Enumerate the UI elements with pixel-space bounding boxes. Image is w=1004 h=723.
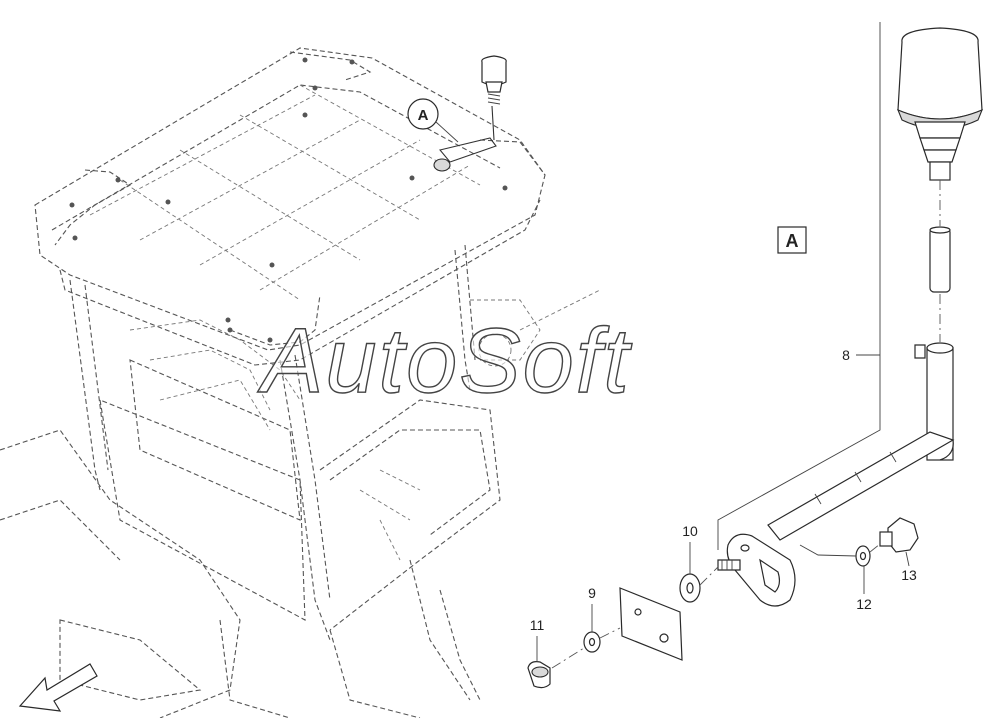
callout-11: 11 [530, 617, 545, 633]
roof-beacon-small [433, 55, 507, 172]
cab-outline [0, 47, 601, 719]
gasket-plate [619, 587, 683, 661]
callout-9: 9 [588, 585, 596, 601]
nut-11 [527, 647, 585, 689]
callout-13: 13 [901, 567, 917, 583]
detail-box-label: A [786, 231, 799, 251]
callout-10: 10 [682, 523, 698, 539]
watermark-text: AutoSoft [257, 310, 632, 412]
callout-8: 8 [842, 347, 850, 363]
knob-13 [869, 517, 919, 553]
rotating-beacon-large [896, 27, 984, 226]
washer-9 [583, 627, 621, 653]
detail-marker-label: A [418, 107, 429, 124]
callout-12: 12 [856, 596, 872, 612]
tube-insert [929, 226, 951, 342]
detail-box: A [777, 226, 807, 254]
detail-marker-callout: A [407, 98, 459, 143]
mounting-bracket [717, 342, 955, 607]
washer-10 [679, 566, 719, 603]
washer-12 [799, 544, 871, 567]
detail-boundary-line [717, 22, 881, 550]
direction-arrow-icon [18, 663, 98, 712]
callout-labels: 8 9 10 11 12 13 [530, 347, 917, 662]
